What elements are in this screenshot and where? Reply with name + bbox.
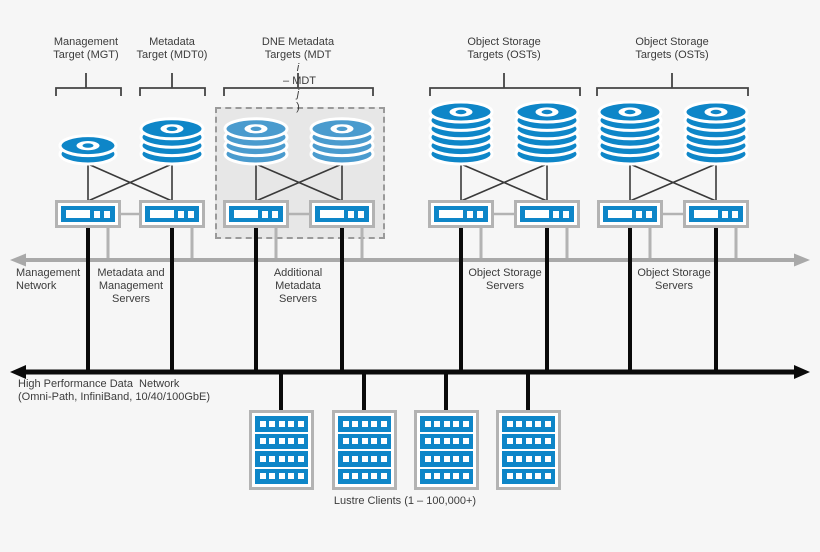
hpc-network-line [10, 365, 810, 379]
label-oss-servers-1: Object Storage Servers [468, 267, 542, 292]
bracket-ost2 [596, 73, 749, 96]
label-hpc-network: High Performance Data Network (Omni-Path… [18, 378, 210, 403]
server-icon-mgs [55, 200, 121, 228]
server-icon-dne-2 [309, 200, 375, 228]
hpc-drop-lines [86, 212, 718, 372]
label-mgt: Management Target (MGT) [53, 36, 119, 61]
bracket-dne [223, 73, 374, 96]
client-drop-lines [279, 374, 530, 411]
server-icon-oss-1 [428, 200, 494, 228]
disk-stack-mgt [58, 134, 118, 166]
label-lustre-clients: Lustre Clients (1 – 100,000+) [333, 495, 477, 507]
server-icon-oss-3 [597, 200, 663, 228]
label-oss-servers-2: Object Storage Servers [637, 267, 711, 292]
label-additional-mds-servers: Additional Metadata Servers [273, 267, 323, 305]
server-icon-mds [139, 200, 205, 228]
bracket-ost1 [429, 73, 581, 96]
label-mds-servers: Metadata and Management Servers [97, 267, 165, 305]
disk-stack-ost-4 [683, 100, 749, 166]
client-node-icon-2 [332, 410, 397, 490]
server-icon-dne-1 [223, 200, 289, 228]
bracket-mdt0 [139, 73, 206, 96]
label-management-network: Management Network [16, 267, 81, 292]
client-node-icon-3 [414, 410, 479, 490]
client-node-icon-1 [249, 410, 314, 490]
label-ost2: Object Storage Targets (OSTs) [635, 36, 709, 61]
server-icon-oss-2 [514, 200, 580, 228]
disk-stack-mdt0 [139, 117, 205, 166]
disk-stack-dne-1 [223, 117, 289, 166]
management-network-line [10, 253, 810, 267]
disk-stack-ost-1 [428, 100, 494, 166]
disk-stack-dne-2 [309, 117, 375, 166]
disk-stack-ost-2 [514, 100, 580, 166]
client-node-icon-4 [496, 410, 561, 490]
server-icon-oss-4 [683, 200, 749, 228]
cross-links [87, 163, 717, 202]
bracket-mgt [55, 73, 122, 96]
disk-stack-ost-3 [597, 100, 663, 166]
label-mdt0: Metadata Target (MDT0) [136, 36, 208, 61]
label-ost1: Object Storage Targets (OSTs) [467, 36, 541, 61]
